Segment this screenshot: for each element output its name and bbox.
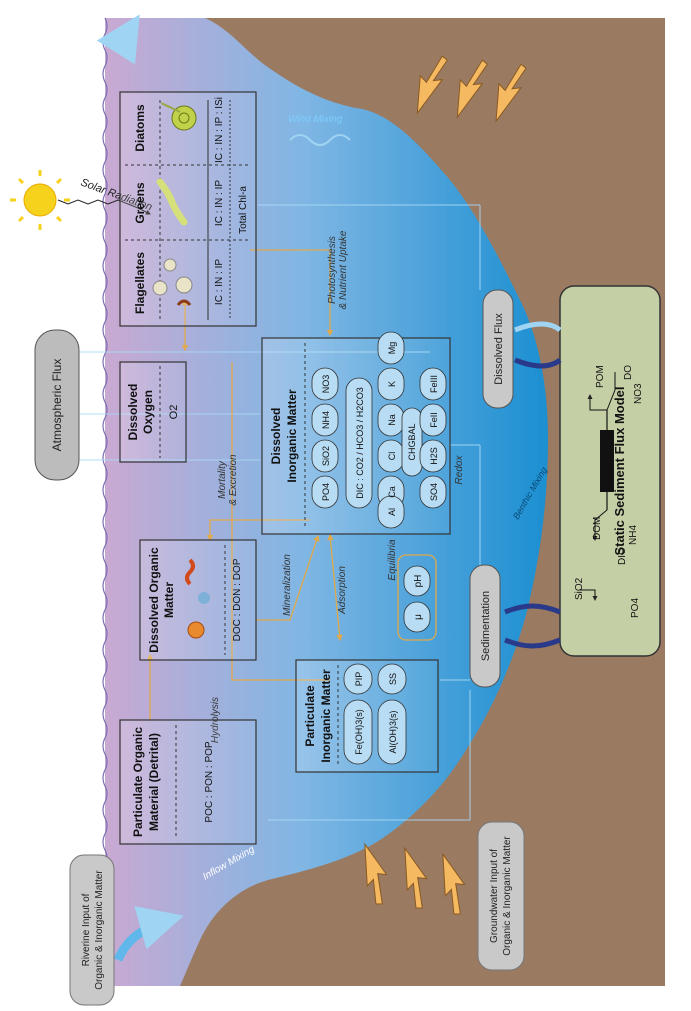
greens-ratio: IC : IN : IP xyxy=(214,180,225,226)
total-chla-label: Total Chl-a xyxy=(238,186,249,234)
redox-h2s: H2S xyxy=(429,447,439,465)
groundwater-input-line2: Organic & Inorganic Matter xyxy=(502,836,513,956)
flagellates-label: Flagellates xyxy=(133,252,147,314)
ion-al: Al xyxy=(387,508,397,516)
carbonate-system: DIC : CO2 / HCO3 / H2CO3 xyxy=(355,387,365,499)
dissolved-organic-ratio: DOC : DON : DOP xyxy=(232,558,243,641)
ion-na: Na xyxy=(387,414,397,426)
photosynthesis-label: Photosynthesis xyxy=(327,236,338,304)
chgbal-label: CHGBAL xyxy=(407,423,417,460)
redox-label-lower: Redox xyxy=(454,455,465,485)
dissolved-oxygen-box: Dissolved Oxygen O2 xyxy=(119,361,187,463)
sediment-model-title: Static Sediment Flux Model xyxy=(612,386,627,555)
dissolved-flux-badge xyxy=(482,289,514,409)
dissolved-organic-box: Dissolved Organic Matter DOC : DON : DOP xyxy=(139,539,257,661)
soil-flux-arrows xyxy=(364,55,527,915)
green-algae-chain-icon xyxy=(156,178,188,226)
redox-so4: SO4 xyxy=(429,483,439,501)
particulate-organic-title-line2: Material (Detrital) xyxy=(147,733,161,831)
sediment-exchange-arrows xyxy=(504,321,562,649)
particulate-organic-ratio: POC : PON : POP xyxy=(204,741,215,822)
redox-feiii: FeIII xyxy=(429,375,439,393)
wind-mixing-label: Wind Mixing xyxy=(288,114,343,125)
dissolved-oxygen-title-line2: Oxygen xyxy=(141,390,155,434)
flagellates-ratio: IC : IN : IP xyxy=(214,259,225,305)
riverine-input-line1: Riverine Input of xyxy=(81,893,92,966)
pim-pip: PIP xyxy=(354,672,364,687)
sed-label-nh4: NH4 xyxy=(628,525,639,545)
equilibria-label: Equilibria xyxy=(387,539,398,581)
nutrient-uptake-label: & Nutrient Uptake xyxy=(338,230,349,309)
diatoms-label: Diatoms xyxy=(133,104,147,152)
atmospheric-flux-badge xyxy=(34,329,80,481)
mortality-label: Mortality xyxy=(217,460,228,499)
nutrient-sio2: SiO2 xyxy=(321,446,331,466)
particulate-inorganic-title-line2: Inorganic Matter xyxy=(319,669,333,763)
dissolved-oxygen-species: O2 xyxy=(168,405,180,420)
flagellate-cell-icon xyxy=(163,258,177,272)
nutrient-po4: PO4 xyxy=(321,483,331,501)
riverine-input-badge xyxy=(69,854,115,1006)
excretion-label: & Excretion xyxy=(228,454,239,506)
mineralization-label: Mineralization xyxy=(282,554,293,616)
sed-label-no3: NO3 xyxy=(633,383,644,404)
outflow-arrow xyxy=(96,14,140,65)
atmospheric-flux-label: Atmospheric Flux xyxy=(50,359,64,452)
diatoms-ratio: IC : IN : IP : ISi xyxy=(214,97,225,163)
sedimentation-badge xyxy=(469,564,501,688)
particulate-organic-title-line1: Particulate Organic xyxy=(131,727,145,837)
equilibria-ph: pH xyxy=(413,575,424,588)
pim-feoh3: Fe(OH)3(s) xyxy=(354,709,364,755)
sun-icon xyxy=(10,170,70,230)
dissolved-organic-title-line2: Matter xyxy=(162,582,176,618)
particulate-organic-box: Particulate Organic Material (Detrital) … xyxy=(119,719,257,845)
redox-feii: FeII xyxy=(429,412,439,428)
greens-label: Greens xyxy=(133,182,147,224)
pim-aloh3: Al(OH)3(s) xyxy=(388,711,398,754)
dissolved-oxygen-title-line1: Dissolved xyxy=(126,384,140,441)
nutrient-no3: NO3 xyxy=(321,375,331,394)
sed-label-dic: DIC xyxy=(617,548,628,565)
particulate-inorganic-box: Particulate Inorganic Matter Fe(OH)3(s) … xyxy=(295,659,439,773)
water-surface-line xyxy=(102,17,108,995)
sed-label-pom: POM xyxy=(595,365,606,388)
dissolved-inorganic-title-line2: Inorganic Matter xyxy=(285,389,299,483)
dissolved-inorganic-title-line1: Dissolved xyxy=(269,408,283,465)
dissolved-flux-label: Dissolved Flux xyxy=(493,313,505,385)
ion-k: K xyxy=(387,381,397,387)
sed-label-do: DO xyxy=(623,365,634,380)
groundwater-input-line1: Groundwater Input of xyxy=(489,849,500,943)
wind-mixing-swirl-icon xyxy=(289,134,351,146)
phytoplankton-box: Diatoms Greens Flagellates IC : IN : IP … xyxy=(119,91,257,327)
sed-label-dom: DOM xyxy=(592,517,603,540)
sed-label-sio2: SiO2 xyxy=(574,577,585,600)
riverine-input-line2: Organic & Inorganic Matter xyxy=(94,870,105,990)
ion-ca: Ca xyxy=(387,486,397,498)
riverine-inflow-arrow xyxy=(113,906,184,962)
sedimentation-label: Sedimentation xyxy=(480,591,492,661)
equilibria-box: pH μ xyxy=(403,565,431,633)
organic-molecule-icon xyxy=(187,621,205,639)
pim-ss: SS xyxy=(388,673,398,685)
ion-mg: Mg xyxy=(387,342,397,355)
dissolved-organic-title-line1: Dissolved Organic xyxy=(147,547,161,653)
ion-cl: Cl xyxy=(387,452,397,461)
adsorption-label: Adsorption xyxy=(337,566,348,615)
dissolved-inorganic-box: Dissolved Inorganic Matter PO4 SiO2 NH4 … xyxy=(261,331,451,535)
equilibria-mu: μ xyxy=(413,614,424,620)
dna-molecule-icon xyxy=(185,558,195,586)
sed-label-po4: PO4 xyxy=(630,598,641,618)
groundwater-input-badge xyxy=(477,821,525,971)
particulate-inorganic-title-line1: Particulate xyxy=(303,685,317,747)
nutrient-nh4: NH4 xyxy=(321,411,331,429)
